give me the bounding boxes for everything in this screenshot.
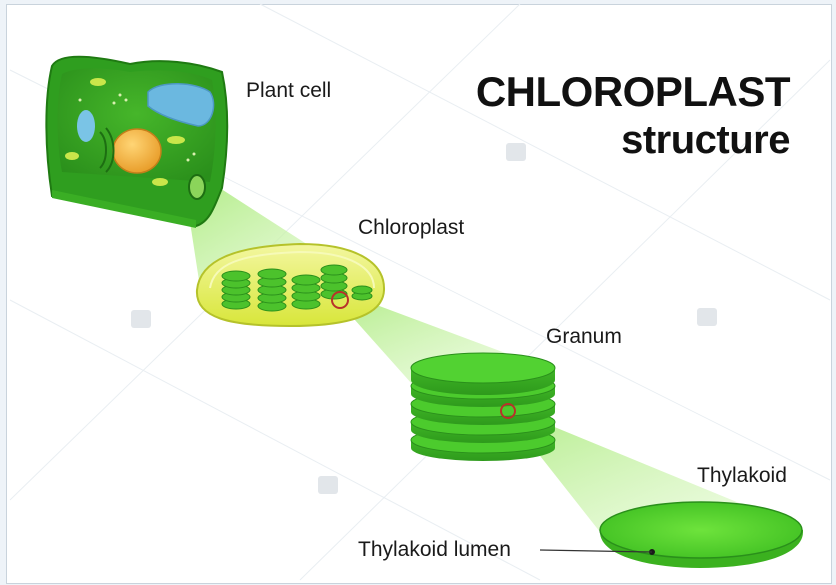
- thylakoid: [600, 502, 803, 568]
- granum: [411, 353, 555, 461]
- title-line-2: structure: [440, 118, 790, 162]
- label-thylakoid: Thylakoid: [697, 464, 787, 488]
- label-chloroplast: Chloroplast: [358, 216, 464, 240]
- chloroplast: [197, 244, 384, 326]
- label-granum: Granum: [546, 325, 622, 349]
- label-plant-cell: Plant cell: [246, 79, 331, 103]
- plant-cell: [46, 57, 227, 228]
- granum-disc-5: [411, 353, 555, 395]
- title-line-1: CHLOROPLAST: [440, 70, 790, 114]
- label-thylakoid-lumen: Thylakoid lumen: [358, 538, 511, 562]
